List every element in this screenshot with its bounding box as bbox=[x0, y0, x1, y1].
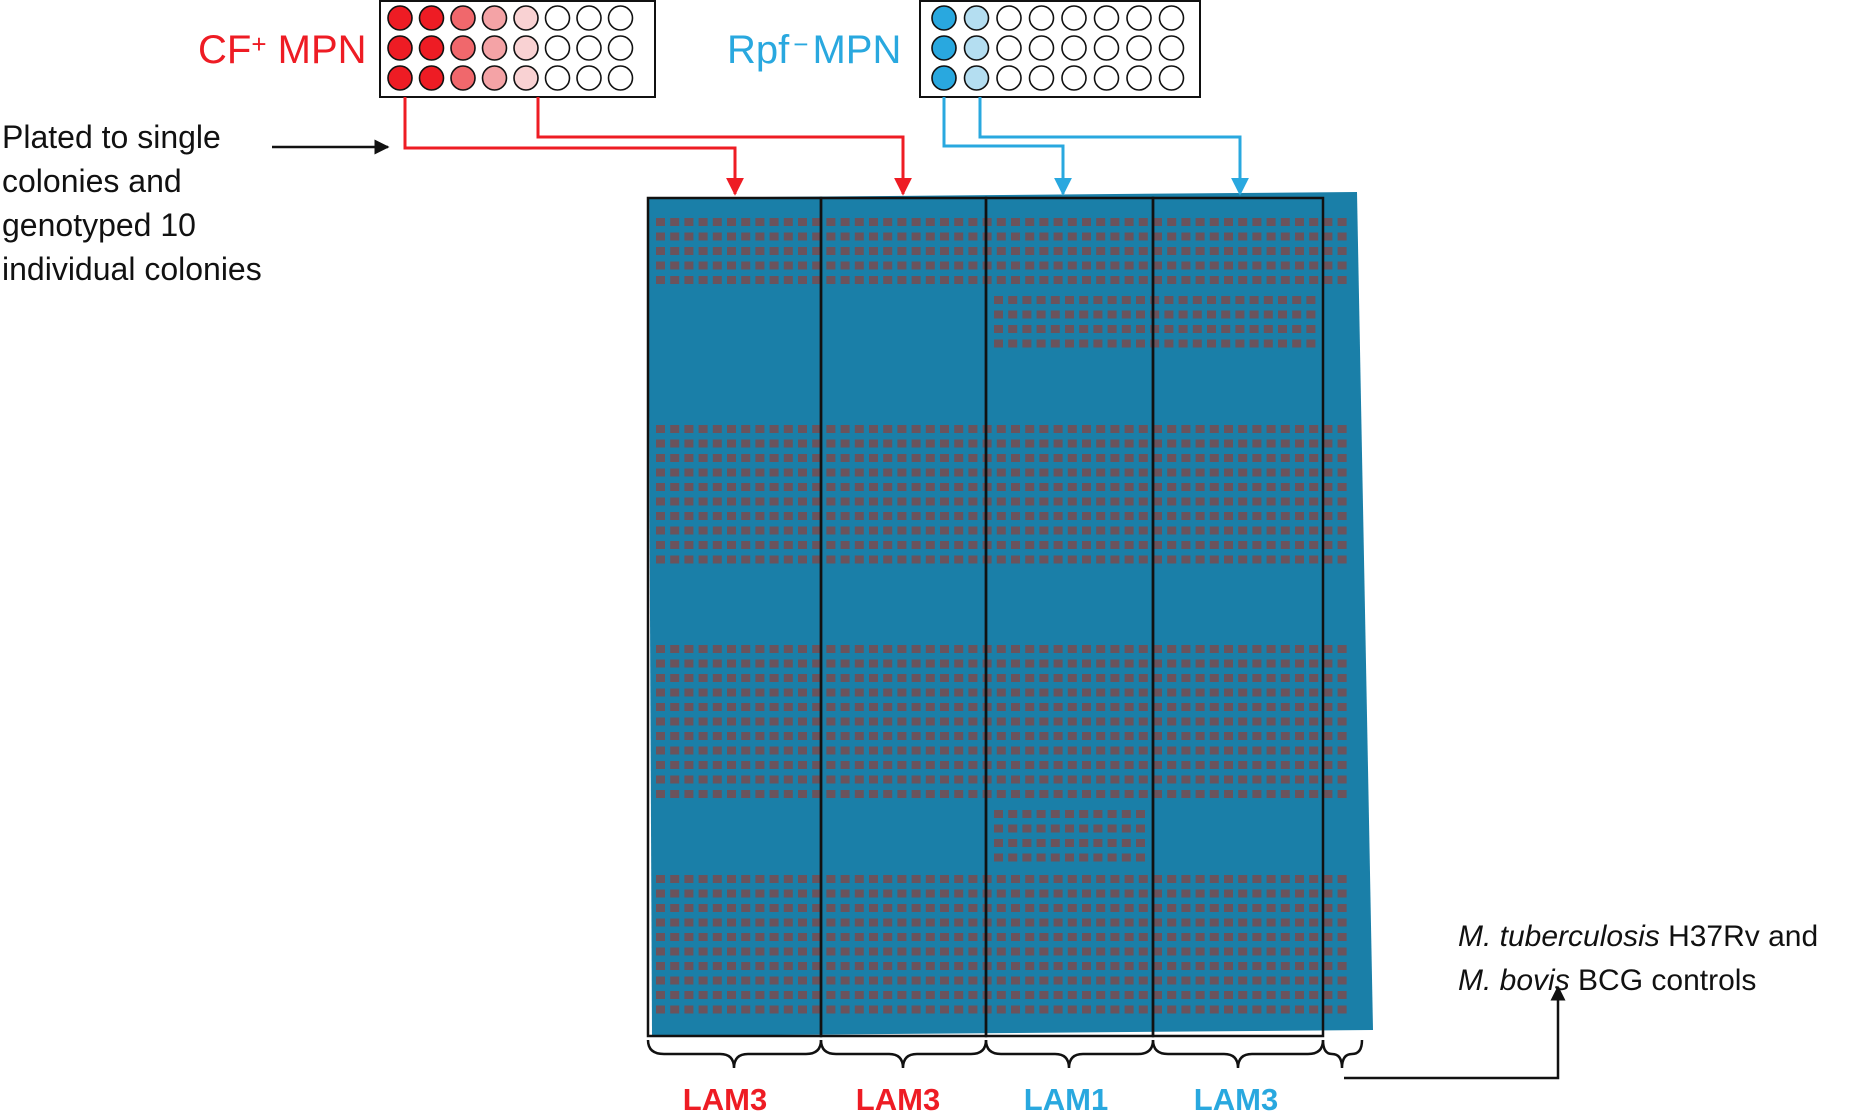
cf-mpn-well bbox=[544, 35, 571, 61]
cf-mpn-well bbox=[387, 65, 413, 91]
rpf-mpn-well bbox=[1028, 65, 1055, 91]
brace-controls bbox=[1321, 1039, 1364, 1069]
rpf-mpn-well bbox=[931, 5, 957, 31]
cf-mpn-well bbox=[387, 35, 413, 61]
plating-note: Plated to single colonies and genotyped … bbox=[2, 119, 262, 287]
cf-arrow-lane-2 bbox=[536, 97, 912, 196]
rpf-mpn-well bbox=[1158, 65, 1185, 91]
cf-mpn-label-main: CF bbox=[198, 28, 252, 72]
rpf-mpn-wells bbox=[931, 5, 1185, 91]
rpf-mpn-well bbox=[996, 5, 1022, 31]
rpf-mpn-well bbox=[1028, 5, 1055, 31]
cf-mpn-well bbox=[576, 65, 602, 91]
cf-mpn-well bbox=[481, 35, 508, 61]
cf-mpn-well bbox=[544, 65, 571, 91]
cf-arrow-lane-1 bbox=[403, 97, 744, 196]
rpf-mpn-well bbox=[931, 35, 957, 61]
rpf-mpn-label-sup: − bbox=[793, 29, 809, 59]
spoligotype-membrane bbox=[648, 192, 1373, 1036]
rpf-mpn-well bbox=[963, 35, 990, 61]
cf-mpn-well bbox=[450, 35, 476, 61]
rpf-mpn-well bbox=[1158, 35, 1185, 61]
rpf-mpn-well bbox=[963, 65, 990, 91]
cf-mpn-well bbox=[418, 35, 445, 61]
rpf-arrow-lane-3 bbox=[942, 97, 1072, 196]
lane-label-1: LAM3 bbox=[682, 1082, 768, 1117]
brace-lane-4 bbox=[1151, 1039, 1325, 1069]
rpf-mpn-well bbox=[1126, 5, 1152, 31]
cf-mpn-well bbox=[418, 5, 445, 31]
rpf-mpn-well bbox=[931, 65, 957, 91]
rpf-mpn-well bbox=[1093, 65, 1120, 91]
rpf-mpn-well bbox=[1093, 35, 1120, 61]
cf-mpn-well bbox=[450, 5, 476, 31]
cf-mpn-well bbox=[481, 5, 508, 31]
cf-mpn-label-tail: MPN bbox=[266, 28, 367, 72]
brace-lane-1 bbox=[646, 1039, 823, 1069]
lane-label-4: LAM3 bbox=[1193, 1082, 1279, 1117]
rpf-mpn-well bbox=[996, 65, 1022, 91]
cf-mpn-well bbox=[576, 5, 602, 31]
rpf-mpn-well bbox=[1028, 35, 1055, 61]
controls-note-line-2: M. bovis BCG controls bbox=[1458, 959, 1818, 1003]
rpf-mpn-well bbox=[963, 5, 990, 31]
brace-lane-3 bbox=[984, 1039, 1155, 1069]
cf-mpn-label: CF+ MPN bbox=[198, 28, 367, 72]
cf-connector-arrows bbox=[403, 97, 912, 196]
lane-label-3: LAM1 bbox=[1023, 1082, 1109, 1117]
rpf-arrow-lane-4 bbox=[978, 97, 1249, 196]
rpf-mpn-well bbox=[1093, 5, 1120, 31]
cf-mpn-well bbox=[418, 65, 445, 91]
mbovis-species-name: M. bovis bbox=[1458, 964, 1570, 997]
cf-mpn-well bbox=[544, 5, 571, 31]
mtb-species-name: M. tuberculosis bbox=[1458, 920, 1660, 953]
rpf-mpn-well bbox=[1061, 5, 1087, 31]
controls-arrow bbox=[1344, 985, 1566, 1080]
rpf-mpn-well bbox=[996, 35, 1022, 61]
lane-box-4 bbox=[1151, 196, 1325, 1038]
brace-lane-2 bbox=[819, 1039, 988, 1069]
rpf-connector-arrows bbox=[942, 97, 1249, 196]
mtb-strain-text: H37Rv and bbox=[1659, 920, 1819, 953]
rpf-mpn-label-tail: MPN bbox=[812, 28, 902, 72]
cf-mpn-well bbox=[576, 35, 602, 61]
cf-mpn-label-sup: + bbox=[251, 29, 267, 59]
cf-mpn-well bbox=[513, 35, 539, 61]
cf-mpn-well bbox=[607, 5, 634, 31]
hybridization-spots bbox=[656, 218, 1347, 1014]
rpf-mpn-well bbox=[1061, 65, 1087, 91]
cf-mpn-well bbox=[481, 65, 508, 91]
cf-mpn-well bbox=[387, 5, 413, 31]
controls-note: M. tuberculosis H37Rv and M. bovis BCG c… bbox=[1458, 915, 1818, 1003]
cf-mpn-well bbox=[513, 5, 539, 31]
lane-boxes bbox=[646, 196, 1325, 1038]
cf-mpn-wells bbox=[387, 5, 634, 91]
rpf-mpn-well bbox=[1126, 35, 1152, 61]
cf-mpn-well bbox=[607, 65, 634, 91]
rpf-mpn-well bbox=[1126, 65, 1152, 91]
cf-mpn-well bbox=[513, 65, 539, 91]
mbovis-strain-text: BCG controls bbox=[1569, 964, 1757, 997]
cf-mpn-well bbox=[450, 65, 476, 91]
controls-note-line-1: M. tuberculosis H37Rv and bbox=[1458, 915, 1818, 959]
rpf-mpn-well bbox=[1061, 35, 1087, 61]
rpf-mpn-label: Rpf−MPN bbox=[727, 28, 902, 72]
rpf-mpn-label-main: Rpf bbox=[727, 28, 790, 72]
lane-braces bbox=[646, 1039, 1364, 1069]
cf-mpn-well bbox=[607, 35, 634, 61]
rpf-mpn-plate bbox=[919, 0, 1201, 98]
lane-label-2: LAM3 bbox=[855, 1082, 941, 1117]
rpf-mpn-well bbox=[1158, 5, 1185, 31]
